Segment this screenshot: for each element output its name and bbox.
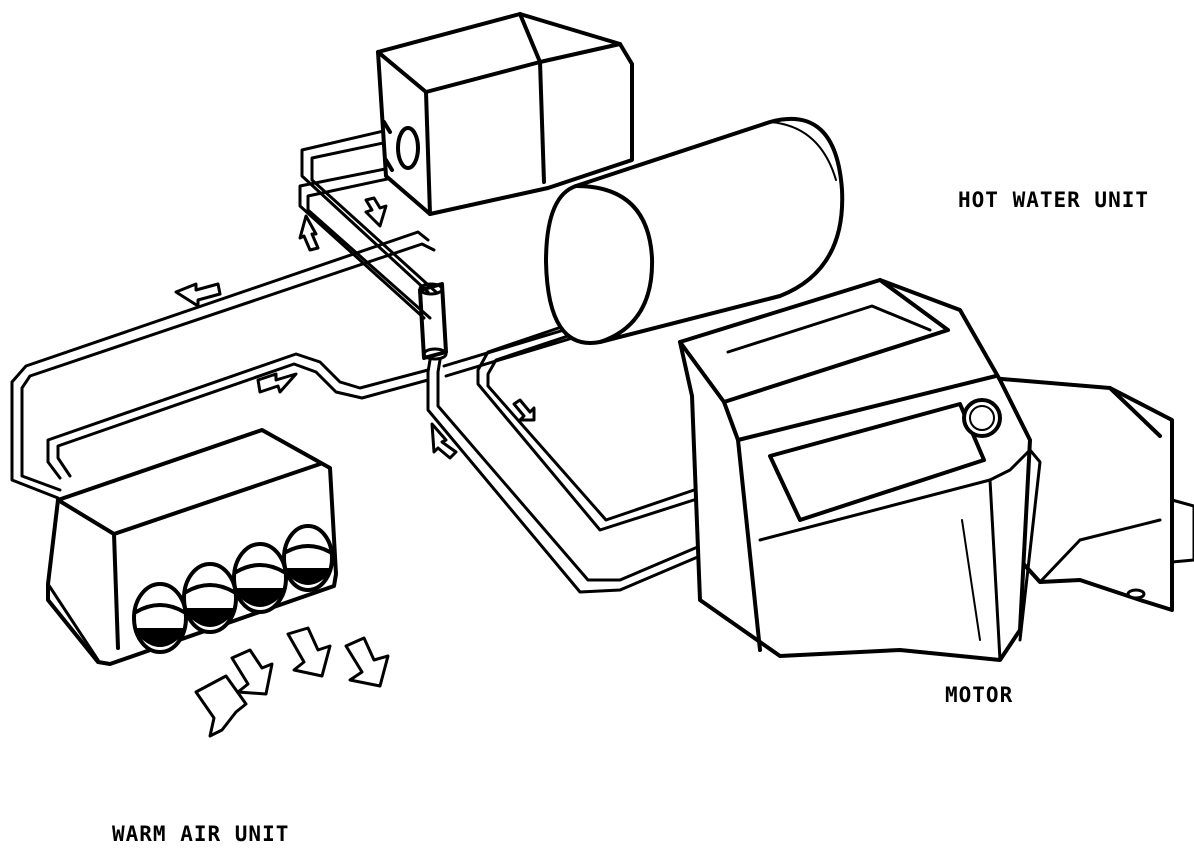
arrow-lower-up — [430, 422, 458, 460]
air-arrow-2 — [230, 648, 274, 696]
warm-air-unit — [46, 428, 338, 666]
arrow-riser-up — [298, 214, 320, 252]
arrow-return-right — [256, 372, 298, 394]
pipe-cylinder-motor — [476, 318, 702, 532]
pipe-lower — [426, 358, 702, 594]
arrow-riser-down — [364, 196, 388, 228]
pipe-network — [10, 128, 702, 594]
air-arrow-1 — [194, 674, 248, 738]
hot-water-cylinder — [544, 116, 845, 345]
pipe-riser — [298, 128, 438, 320]
pipe-return-warm-air — [46, 352, 430, 480]
flow-arrows — [174, 196, 536, 460]
pipe-cylinder-junction — [442, 322, 588, 378]
motor-heater-unit — [678, 278, 1194, 662]
warm-air-outflow-arrows — [194, 626, 390, 738]
upper-tank-box — [376, 12, 634, 216]
warm-air-unit-label: WARM AIR UNIT — [112, 822, 290, 846]
hot-water-unit-label: HOT WATER UNIT — [958, 188, 1150, 212]
warm-air-outlets — [132, 524, 334, 654]
arrow-cylinder-down — [512, 398, 536, 422]
pipe-supply-warm-air — [10, 230, 436, 500]
air-arrow-3 — [286, 626, 332, 678]
arrow-supply-left — [174, 282, 222, 308]
pipe-junction-fitting — [418, 282, 448, 361]
motor-label: MOTOR — [945, 683, 1014, 707]
air-arrow-4 — [344, 636, 390, 688]
